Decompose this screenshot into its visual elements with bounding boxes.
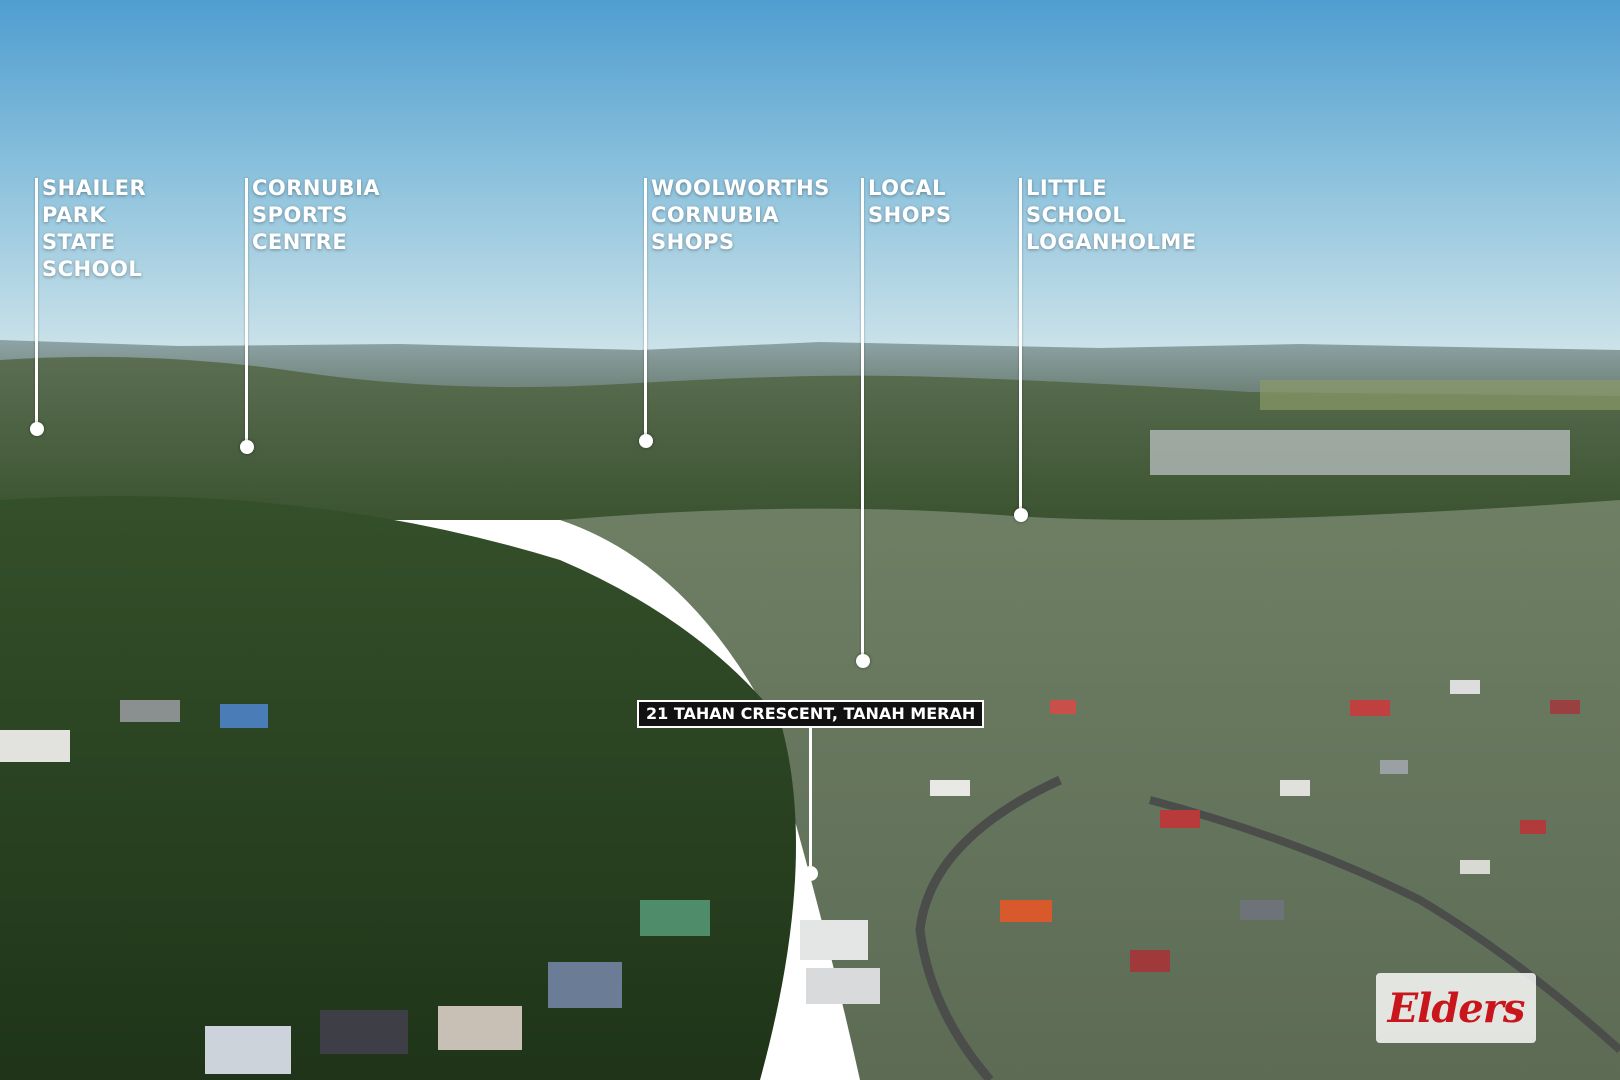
pointer-dot xyxy=(1014,508,1028,522)
rooftops xyxy=(0,680,1580,1074)
callout-label: LOCAL SHOPS xyxy=(868,176,952,227)
logo-wordmark: Elders xyxy=(1387,984,1526,1032)
pointer-line xyxy=(1019,178,1022,514)
pointer-line xyxy=(861,178,864,660)
pointer-dot xyxy=(639,434,653,448)
elders-logo: Elders xyxy=(1376,973,1536,1043)
callout-label: SHAILER PARK STATE SCHOOL xyxy=(42,176,147,281)
pointer-line xyxy=(245,178,248,446)
pointer-line xyxy=(35,178,38,428)
road xyxy=(915,775,1062,1080)
sky xyxy=(0,0,1620,360)
pointer-dot xyxy=(240,440,254,454)
callout-label: WOOLWORTHS CORNUBIA SHOPS xyxy=(651,176,830,254)
hills xyxy=(0,356,1620,520)
industrial-area xyxy=(1150,430,1570,475)
property-pointer-dot xyxy=(803,866,818,881)
pointer-dot xyxy=(30,422,44,436)
property-pointer-line xyxy=(809,728,812,868)
river-plain xyxy=(1260,380,1620,410)
pointer-line xyxy=(644,178,647,440)
pointer-dot xyxy=(856,654,870,668)
callout-label: LITTLE SCHOOL LOGANHOLME xyxy=(1026,176,1197,254)
forest-left xyxy=(0,496,796,1080)
callout-label: CORNUBIA SPORTS CENTRE xyxy=(252,176,381,254)
suburbs-right xyxy=(560,500,1620,1080)
road-east xyxy=(1148,796,1620,1053)
property-address-label: 21 TAHAN CRESCENT, TANAH MERAH xyxy=(637,700,985,728)
